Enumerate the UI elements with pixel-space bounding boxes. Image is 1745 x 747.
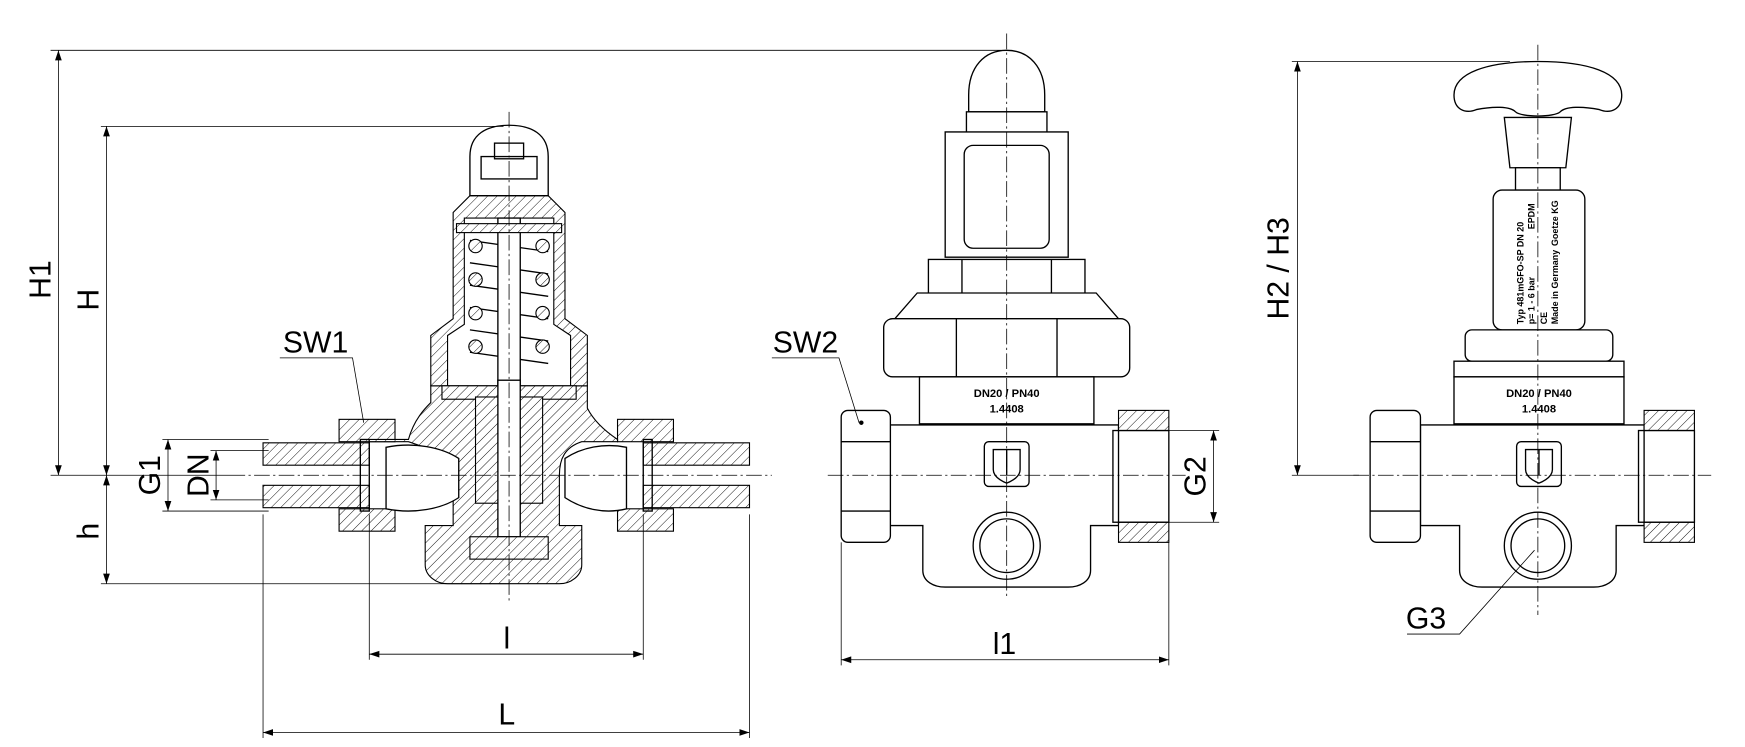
label-ce: CE [1539, 312, 1549, 324]
dim-label-G3: G3 [1406, 602, 1446, 635]
marking-size-pressure: DN20 / PN40 [974, 388, 1040, 400]
dim-label-l: l [503, 623, 510, 656]
dim-label-G2: G2 [1180, 456, 1213, 496]
dim-label-H2-H3: H2 / H3 [1262, 217, 1295, 319]
dim-label-G1: G1 [134, 455, 167, 495]
label-origin: Made in Germany [1550, 250, 1560, 325]
dimension-labels: H1 H h G1 DN SW1 l L SW2 G2 l1 H2 / H3 G… [25, 217, 1447, 731]
marking-material: 1.4408 [1522, 404, 1556, 416]
dim-label-h: h [73, 523, 106, 540]
section-view-valve [229, 111, 772, 604]
dim-label-SW2: SW2 [773, 326, 838, 359]
dim-label-DN: DN [182, 453, 215, 497]
label-maker: Goetze KG [1550, 200, 1560, 246]
product-label: Typ 481mGFO-SP DN 20 p= 1 - 6 bar EPDM C… [1515, 200, 1560, 324]
dim-label-L: L [498, 699, 515, 732]
dim-label-l1: l1 [993, 628, 1016, 661]
brand-logo-icon [1515, 441, 1563, 488]
dim-label-H1: H1 [25, 260, 58, 299]
side-view-valve: Typ 481mGFO-SP DN 20 p= 1 - 6 bar EPDM C… [1353, 44, 1712, 616]
dimension-lines [50, 49, 1535, 739]
dim-label-H: H [73, 289, 106, 311]
label-type: Typ 481mGFO-SP DN 20 [1515, 222, 1525, 325]
label-pressure: p= 1 - 6 bar [1527, 276, 1537, 324]
dim-label-SW1: SW1 [283, 326, 348, 359]
front-view-valve: DN20 / PN40 1.4408 [827, 33, 1186, 599]
marking-size-pressure: DN20 / PN40 [1506, 388, 1572, 400]
label-seal: EPDM [1527, 203, 1537, 229]
